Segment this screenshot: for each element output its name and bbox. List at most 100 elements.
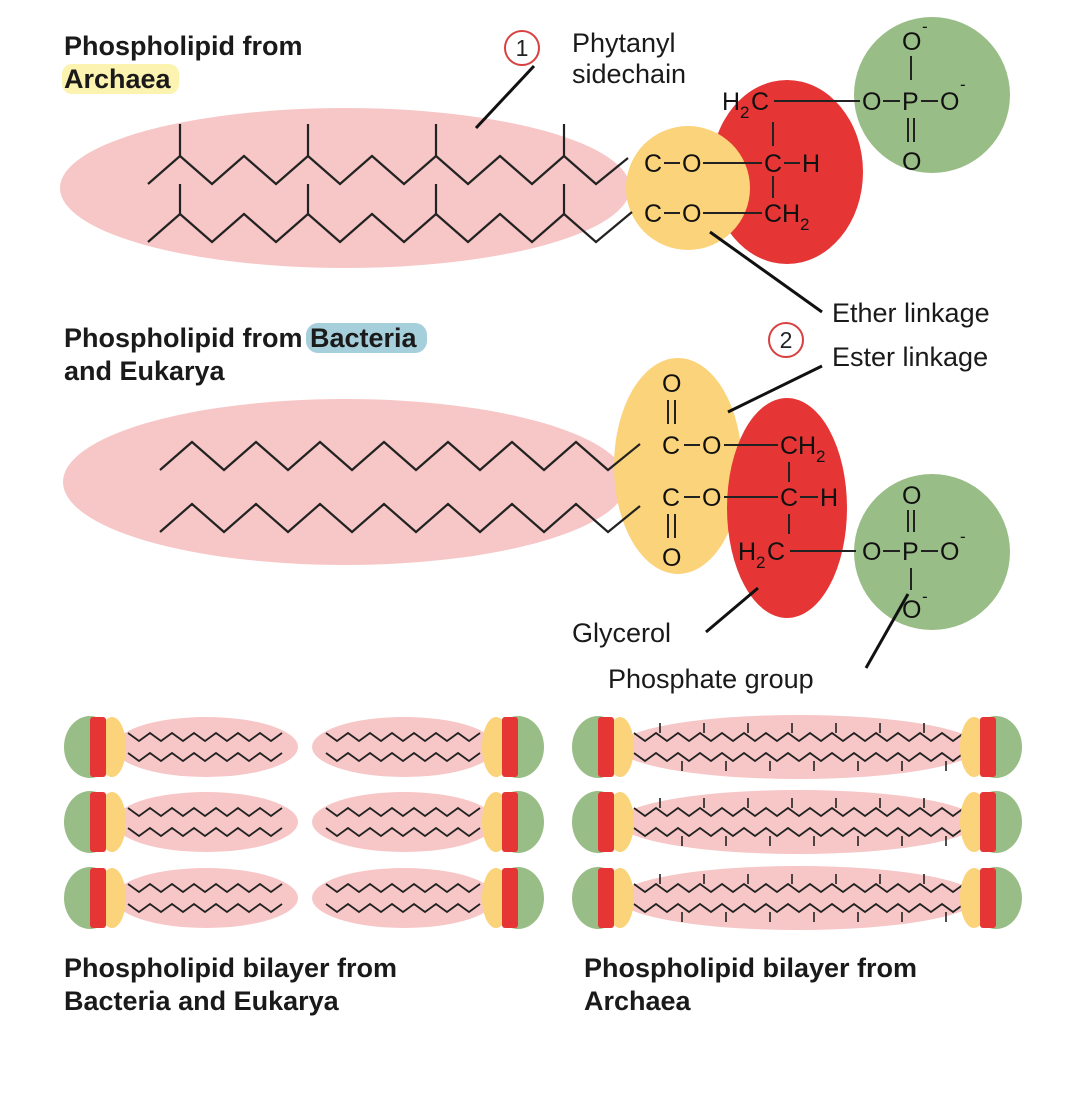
archaea-bilayer-right-3-glycerol-head: [980, 868, 996, 928]
svg-text:CH: CH: [780, 432, 816, 460]
svg-text:C: C: [662, 432, 680, 460]
archaea-methyl-branches: [178, 124, 566, 214]
archaea-bilayer-chain-1-2: [633, 751, 965, 763]
bacteria-fatty-acid-chain-upper: [159, 440, 641, 472]
svg-text:C: C: [644, 150, 662, 178]
phosphate-group-pointer: [864, 593, 910, 669]
svg-text:1: 1: [516, 35, 529, 61]
bacteria-bilayer-left-tail-2: [114, 792, 298, 852]
bacteria-bilayer-left-1-glycerol-head: [90, 717, 106, 777]
archaea-phosphate-region: [854, 17, 1010, 173]
svg-text:C: C: [767, 538, 785, 566]
bacteria-bilayer-left-3-glycerol-head: [90, 868, 106, 928]
bacteria-bilayer-left-2-glycerol-head: [90, 792, 106, 852]
svg-text:-: -: [960, 75, 966, 94]
bacteria-bilayer-right-2-glycerol-head: [502, 792, 518, 852]
bacteria-bilayer-left-chain-3-2: [127, 902, 283, 914]
svg-text:C: C: [780, 484, 798, 512]
archaea-bilayer: [572, 715, 1022, 930]
archaea-bilayer-tail-2: [618, 790, 978, 854]
archaea-title-highlight: Archaea: [62, 64, 179, 94]
svg-text:-: -: [922, 17, 928, 36]
svg-text:2: 2: [756, 553, 765, 572]
ether-linkage-label: Ether linkage: [832, 298, 990, 328]
svg-text:O: O: [902, 28, 921, 56]
bacteria-glycerol-bottom: H 2 C: [738, 538, 856, 572]
callout-number-2: 2: [768, 322, 804, 358]
phytanyl-label-line2: sidechain: [572, 59, 687, 89]
phytanyl-label-line1: Phytanyl: [572, 28, 676, 58]
archaea-bilayer-chain-2-2: [633, 826, 965, 838]
bacteria-fatty-acid-chain-lower: [159, 502, 641, 534]
archaea-hydrocarbon-region: [60, 108, 630, 268]
bacteria-bilayer-right-1-glycerol-head: [502, 717, 518, 777]
svg-text:C: C: [751, 88, 769, 116]
archaea-bilayer-title-line1: Phospholipid bilayer from: [584, 953, 918, 983]
svg-text:2: 2: [740, 103, 749, 122]
glycerol-label: Glycerol: [572, 618, 672, 648]
bacteria-bilayer-left-chain-3-1: [127, 882, 283, 894]
svg-text:P: P: [902, 538, 919, 566]
bacteria-bilayer-title: Phospholipid bilayer from Bacteria and E…: [64, 952, 397, 1018]
archaea-bilayer-title-line2: Archaea: [584, 986, 691, 1016]
svg-text:O: O: [940, 88, 959, 116]
archaea-phospholipid-title: Phospholipid from Archaea: [62, 30, 303, 96]
archaea-bilayer-tail-3: [618, 866, 978, 930]
bacteria-bilayer-right-chain-1-1: [325, 731, 481, 743]
svg-text:-: -: [960, 527, 966, 546]
svg-text:O: O: [682, 150, 701, 178]
svg-text:O: O: [940, 538, 959, 566]
svg-text:O: O: [702, 484, 721, 512]
svg-text:O: O: [862, 88, 881, 116]
bacteria-phospholipid-title: Phospholipid from Bacteria and Eukarya: [64, 322, 427, 388]
svg-text:H: H: [820, 484, 838, 512]
archaea-ether-row-1: C O C H: [644, 150, 820, 178]
bacteria-bilayer-right-chain-3-2: [325, 902, 481, 914]
archaea-phytanyl-chain-lower: [147, 211, 633, 244]
ester-linkage-label: Ester linkage: [832, 342, 989, 372]
svg-text:2: 2: [800, 215, 809, 234]
svg-text:O: O: [662, 544, 681, 572]
archaea-bilayer-title: Phospholipid bilayer from Archaea: [584, 952, 917, 1018]
ester-linkage-pointer: [727, 364, 823, 414]
bacteria-bilayer-title-line2: Bacteria and Eukarya: [64, 986, 339, 1016]
svg-text:2: 2: [780, 327, 793, 353]
svg-text:C: C: [662, 484, 680, 512]
archaea-phosphate-group: O P O - O - O: [862, 17, 966, 176]
bacteria-bilayer-right-chain-3-1: [325, 882, 481, 894]
bacteria-bilayer-right-chain-2-1: [325, 806, 481, 818]
archaea-bilayer-left-2-glycerol-head: [598, 792, 614, 852]
bacteria-bilayer-right-tail-1: [312, 717, 496, 777]
bacteria-bilayer-left-chain-1-2: [127, 751, 283, 763]
ether-linkage-pointer: [709, 230, 823, 314]
bacteria-bilayer-right-chain-1-2: [325, 751, 481, 763]
archaea-bilayer-chain-3-2: [633, 902, 965, 914]
svg-text:C: C: [764, 150, 782, 178]
bacteria-bilayer-left-chain-1-1: [127, 731, 283, 743]
svg-text:H: H: [738, 538, 756, 566]
bacteria-bilayer-right-3-glycerol-head: [502, 868, 518, 928]
archaea-bilayer-tail-1: [618, 715, 978, 779]
svg-text:O: O: [902, 148, 921, 176]
bacteria-linkage-region: [614, 358, 742, 574]
svg-text:O: O: [682, 200, 701, 228]
bacteria-bilayer-left-tail-1: [114, 717, 298, 777]
archaea-linkage-region: [626, 126, 750, 250]
bacteria-bilayer-right-tail-3: [312, 868, 496, 928]
bacteria-phosphate-group: O P O - O O -: [862, 482, 966, 624]
archaea-title-line1: Phospholipid from: [64, 31, 303, 61]
bacteria-bilayer-left-chain-2-2: [127, 826, 283, 838]
phytanyl-callout-line: [474, 64, 536, 130]
archaea-glycerol-region: [711, 80, 863, 264]
svg-text:CH: CH: [764, 200, 800, 228]
archaea-bilayer-left-1-glycerol-head: [598, 717, 614, 777]
bacteria-ester-row-1: O C O CH 2: [662, 370, 825, 466]
glycerol-pointer: [705, 586, 759, 634]
svg-text:-: -: [922, 587, 928, 606]
bacteria-hydrocarbon-region: [63, 399, 627, 565]
callout-number-1: 1: [504, 30, 540, 66]
bacteria-title-highlight: Bacteria: [305, 323, 427, 353]
svg-text:O: O: [902, 596, 921, 624]
